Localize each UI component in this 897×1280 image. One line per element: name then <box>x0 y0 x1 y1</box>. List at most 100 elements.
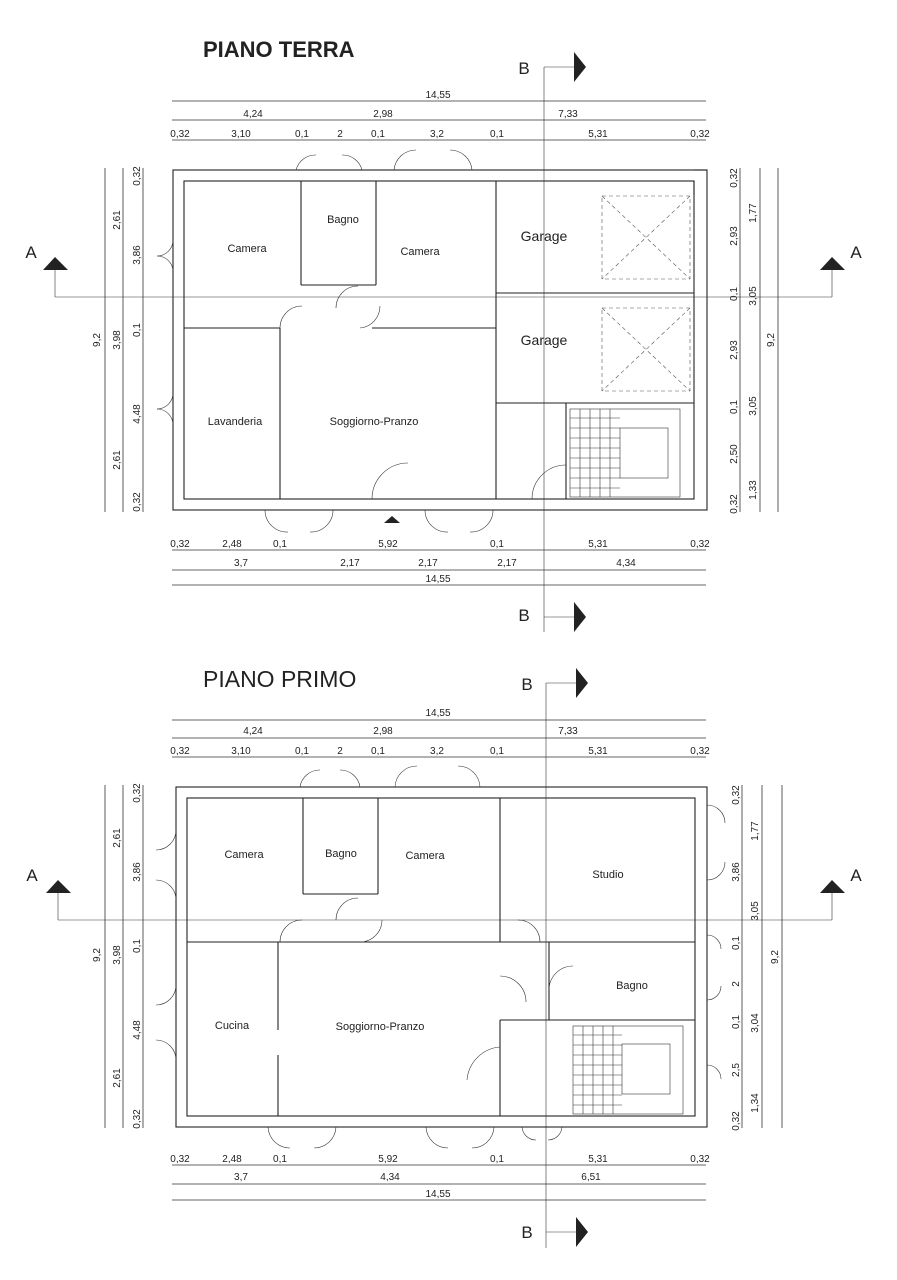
first-bottom-dimensions: 0,32 2,48 0,1 5,92 0,1 5,31 0,32 3,7 4,3… <box>170 1154 710 1201</box>
svg-text:0,1: 0,1 <box>731 936 742 950</box>
svg-text:2: 2 <box>337 129 343 140</box>
svg-text:0,32: 0,32 <box>731 1111 742 1131</box>
svg-text:9,2: 9,2 <box>92 948 103 962</box>
svg-text:0,1: 0,1 <box>295 746 309 757</box>
svg-text:0,1: 0,1 <box>295 129 309 140</box>
svg-text:5,31: 5,31 <box>588 539 608 550</box>
ground-top-dimensions: 14,55 4,24 2,98 7,33 0,32 3,10 0,1 2 0,1… <box>170 90 710 141</box>
svg-text:5,31: 5,31 <box>588 129 608 140</box>
room-label: Cucina <box>215 1020 250 1032</box>
svg-text:4,34: 4,34 <box>616 558 636 569</box>
svg-text:2: 2 <box>731 981 742 987</box>
svg-text:3,10: 3,10 <box>231 746 251 757</box>
svg-text:2,5: 2,5 <box>731 1063 742 1077</box>
svg-text:0,1: 0,1 <box>371 746 385 757</box>
svg-text:0,1: 0,1 <box>132 939 143 953</box>
svg-text:0,32: 0,32 <box>170 1154 190 1165</box>
svg-text:4,48: 4,48 <box>132 404 143 424</box>
svg-text:0,32: 0,32 <box>729 168 740 188</box>
svg-text:3,05: 3,05 <box>750 901 761 921</box>
room-label: Bagno <box>616 980 648 992</box>
svg-text:9,2: 9,2 <box>92 333 103 347</box>
svg-text:4,24: 4,24 <box>243 726 263 737</box>
first-section-markers: A A B B <box>26 668 862 1248</box>
svg-text:0,32: 0,32 <box>729 494 740 514</box>
svg-text:1,34: 1,34 <box>750 1093 761 1113</box>
svg-text:0,32: 0,32 <box>731 785 742 805</box>
svg-text:14,55: 14,55 <box>425 90 450 101</box>
svg-text:9,2: 9,2 <box>766 333 777 347</box>
svg-text:1,33: 1,33 <box>748 480 759 500</box>
room-label: Bagno <box>325 848 357 860</box>
svg-text:2: 2 <box>337 746 343 757</box>
svg-text:9,2: 9,2 <box>770 950 781 964</box>
svg-text:4,48: 4,48 <box>132 1020 143 1040</box>
room-label: Camera <box>227 243 267 255</box>
entrance-arrow-icon <box>384 516 400 523</box>
svg-text:1,77: 1,77 <box>750 821 761 841</box>
svg-text:0,32: 0,32 <box>170 746 190 757</box>
svg-text:0,32: 0,32 <box>170 539 190 550</box>
first-walls <box>175 786 708 1128</box>
svg-text:B: B <box>518 606 529 625</box>
svg-text:0,1: 0,1 <box>490 1154 504 1165</box>
ground-floor-title: PIANO TERRA <box>203 37 355 62</box>
svg-text:2,17: 2,17 <box>418 558 438 569</box>
svg-text:4,24: 4,24 <box>243 109 263 120</box>
svg-text:2,93: 2,93 <box>729 226 740 246</box>
room-label: Lavanderia <box>208 416 263 428</box>
svg-text:3,10: 3,10 <box>231 129 251 140</box>
svg-text:3,86: 3,86 <box>132 862 143 882</box>
svg-text:3,2: 3,2 <box>430 129 444 140</box>
svg-text:0,1: 0,1 <box>132 323 143 337</box>
svg-text:3,98: 3,98 <box>112 945 123 965</box>
svg-text:5,92: 5,92 <box>378 1154 398 1165</box>
svg-text:0,32: 0,32 <box>690 1154 710 1165</box>
first-right-dimensions: 0,32 3,86 0,1 2 0,1 2,5 0,32 1,77 3,05 3… <box>731 785 783 1131</box>
svg-text:0,1: 0,1 <box>490 539 504 550</box>
svg-text:0,1: 0,1 <box>729 287 740 301</box>
room-label: Camera <box>405 850 445 862</box>
svg-text:2,98: 2,98 <box>373 109 393 120</box>
first-openings <box>155 765 726 1149</box>
svg-text:14,55: 14,55 <box>425 574 450 585</box>
ground-right-dimensions: 0,32 2,93 0,1 2,93 0,1 2,50 0,32 1,77 3,… <box>729 168 779 514</box>
svg-text:0,32: 0,32 <box>690 539 710 550</box>
ground-openings <box>156 149 567 533</box>
svg-text:5,31: 5,31 <box>588 746 608 757</box>
svg-text:2,98: 2,98 <box>373 726 393 737</box>
svg-text:2,48: 2,48 <box>222 539 242 550</box>
svg-text:3,86: 3,86 <box>132 245 143 265</box>
room-label: Camera <box>224 849 264 861</box>
svg-text:5,31: 5,31 <box>588 1154 608 1165</box>
first-floor-title: PIANO PRIMO <box>203 666 356 692</box>
svg-text:0,32: 0,32 <box>132 166 143 186</box>
svg-text:B: B <box>521 1223 532 1242</box>
ground-floor-plan: PIANO TERRA 14,55 4,24 2,98 7,33 0,32 3,… <box>25 37 862 632</box>
svg-text:2,17: 2,17 <box>497 558 517 569</box>
first-left-dimensions: 2,61 2,61 9,2 3,86 3,98 4,48 0,32 0,1 0,… <box>92 783 144 1129</box>
svg-text:2,61: 2,61 <box>112 450 123 470</box>
svg-text:2,50: 2,50 <box>729 444 740 464</box>
svg-text:0,32: 0,32 <box>132 783 143 803</box>
room-label: Soggiorno-Pranzo <box>330 416 419 428</box>
svg-text:5,92: 5,92 <box>378 539 398 550</box>
ground-section-markers: A A B B <box>25 52 862 632</box>
svg-text:2,61: 2,61 <box>112 1068 123 1088</box>
svg-text:3,04: 3,04 <box>750 1013 761 1033</box>
svg-text:2,17: 2,17 <box>340 558 360 569</box>
room-label: Soggiorno-Pranzo <box>336 1021 425 1033</box>
svg-text:0,1: 0,1 <box>371 129 385 140</box>
svg-text:14,55: 14,55 <box>425 1189 450 1200</box>
svg-text:0,1: 0,1 <box>490 129 504 140</box>
svg-text:B: B <box>518 59 529 78</box>
svg-text:14,55: 14,55 <box>425 708 450 719</box>
first-floor-plan: PIANO PRIMO 14,55 4,24 2,98 7,33 0,32 3,… <box>26 666 862 1248</box>
svg-text:3,86: 3,86 <box>731 862 742 882</box>
svg-text:0,1: 0,1 <box>731 1015 742 1029</box>
first-top-dimensions: 14,55 4,24 2,98 7,33 0,32 3,10 0,1 2 0,1… <box>170 708 710 758</box>
room-label: Camera <box>400 246 440 258</box>
room-label: Bagno <box>327 214 359 226</box>
ground-bottom-dimensions: 0,32 2,48 0,1 5,92 0,1 5,31 0,32 3,7 2,1… <box>170 539 710 586</box>
room-label: Studio <box>592 869 623 881</box>
